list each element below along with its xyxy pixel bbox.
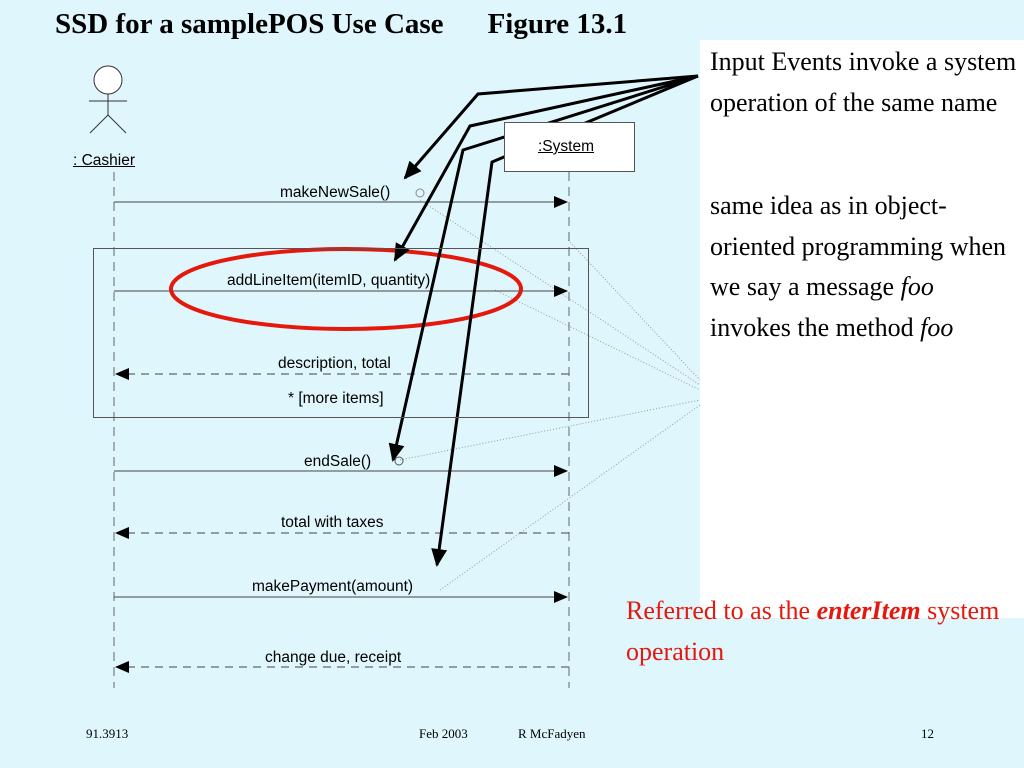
referral-text-2: system operation [626, 596, 1000, 666]
figure-label: Figure 13.1 [487, 8, 628, 40]
footer-date: Feb 2003 [419, 726, 468, 741]
note-oop-analogy: same idea as in object-oriented programm… [710, 186, 1020, 348]
footer-course: 91.3913 [86, 726, 129, 741]
footer-author: R McFadyen [518, 726, 586, 741]
title-main: SSD for a samplePOS Use Case [55, 8, 444, 40]
system-label: :System [538, 138, 594, 155]
loop-frame [93, 248, 589, 418]
note-anchor-icon [415, 188, 425, 198]
msg-makeNewSale: makeNewSale() [280, 184, 391, 201]
note-anchor-icon [394, 456, 404, 466]
note-connectors [399, 199, 701, 591]
callout-arrows [388, 74, 699, 567]
note-foo-2: foo [920, 312, 954, 342]
note-panel [700, 40, 1024, 618]
msg-makePayment: makePayment(amount) [252, 578, 414, 595]
actor-label: : Cashier [73, 152, 136, 169]
system-box [504, 122, 635, 172]
slide-title: SSD for a samplePOS Use Case Figure 13.1 [55, 8, 627, 41]
referral-text-1: Referred to as the [626, 596, 817, 625]
msg-change-due: change due, receipt [265, 649, 402, 666]
referral-note: Referred to as the enterItem system oper… [626, 590, 1024, 672]
loop-guard: * [more items] [288, 390, 384, 407]
msg-total-with-taxes: total with taxes [281, 514, 384, 531]
msg-addLineItem: addLineItem(itemID, quantity) [227, 272, 431, 289]
highlight-ellipse [169, 247, 523, 331]
referral-enterItem: enterItem [816, 596, 921, 625]
note-oop-text-1: same idea as in object-oriented programm… [710, 191, 1007, 301]
note-foo-1: foo [900, 272, 934, 301]
note-oop-text-2: invokes the method [710, 312, 921, 342]
msg-description-total: description, total [278, 355, 391, 372]
footer-page-number: 12 [921, 726, 934, 741]
msg-endSale: endSale() [304, 453, 372, 470]
note-input-events: Input Events invoke a system operation o… [710, 47, 1017, 117]
actor-stick-figure-icon [89, 65, 127, 134]
